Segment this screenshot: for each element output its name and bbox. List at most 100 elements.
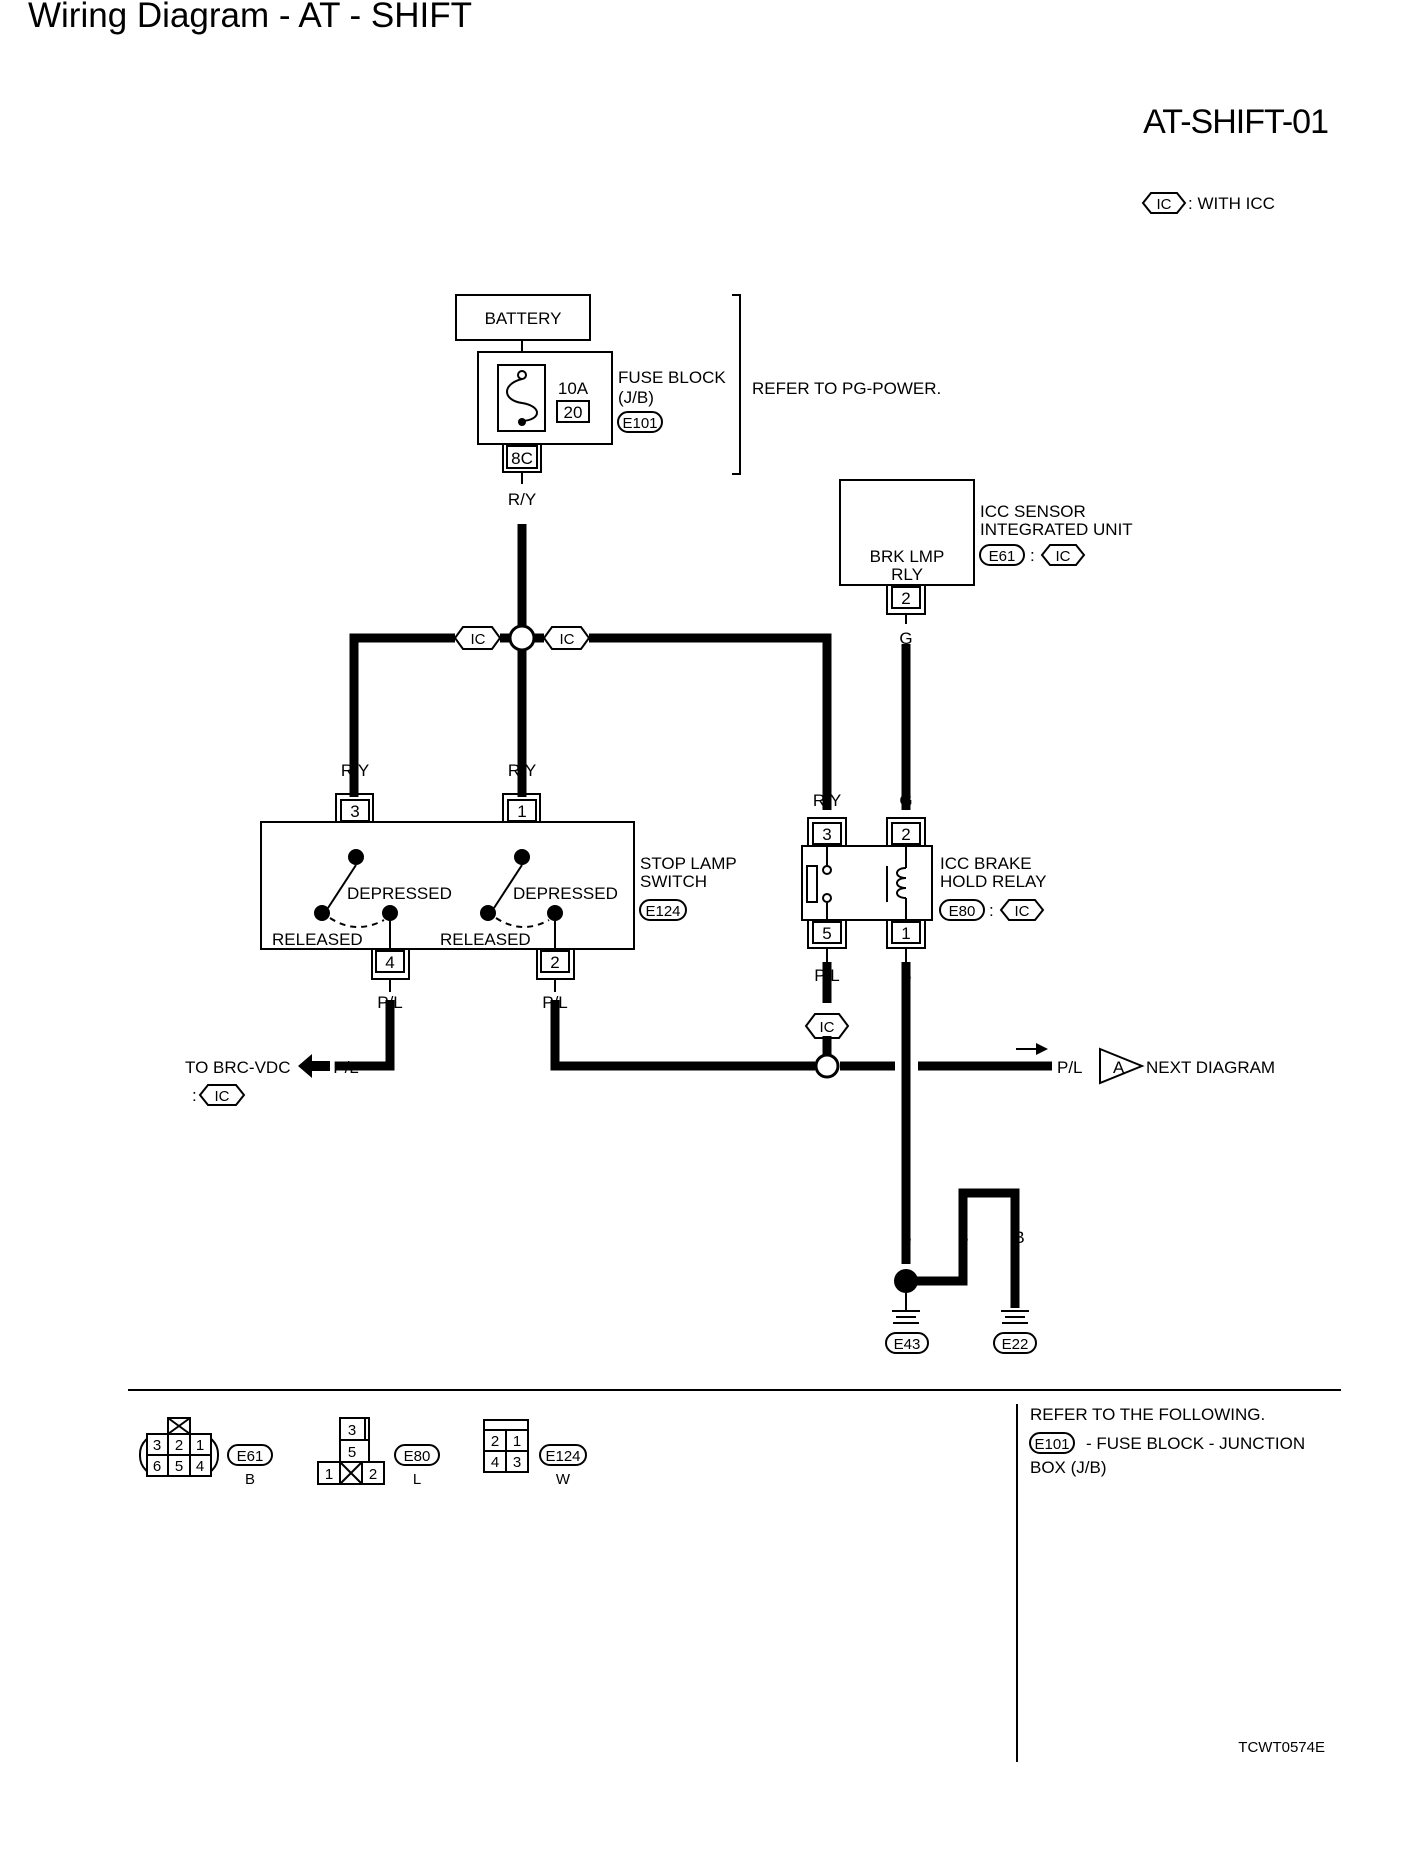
- e61-id: E61: [237, 1448, 264, 1465]
- wire-label-g-top: G: [899, 629, 912, 648]
- wires: [336, 524, 1052, 1308]
- e80-pin-2: 2: [369, 1466, 377, 1483]
- relay-colon: :: [989, 901, 994, 920]
- fuse-block-name-2: (J/B): [618, 388, 654, 407]
- switch-a-depressed: DEPRESSED: [347, 884, 452, 903]
- e124-pin-1: 1: [513, 1433, 521, 1450]
- to-brc-line1: TO BRC-VDC: [185, 1058, 290, 1077]
- ic-tag-relay-label: IC: [1015, 903, 1030, 920]
- ic-tag-bottom-label: IC: [820, 1019, 835, 1036]
- diagram-code: AT-SHIFT-01: [1143, 103, 1329, 141]
- battery: BATTERY: [455, 294, 591, 341]
- battery-label: BATTERY: [485, 309, 562, 328]
- legend-ic-meaning: : WITH ICC: [1188, 194, 1275, 213]
- ic-tag-brc-icon: [198, 1084, 246, 1106]
- fuse-icon: [506, 378, 538, 422]
- next-diagram: P/L A NEXT DIAGRAM: [1016, 1043, 1275, 1085]
- relay-terminal-2: 2: [901, 825, 910, 844]
- ic-tag-right-label: IC: [560, 631, 575, 648]
- refer-bracket: [732, 294, 741, 475]
- wire-label-ry-right: R/Y: [813, 791, 841, 810]
- refer-following: REFER TO THE FOLLOWING. E101 - FUSE BLOC…: [1029, 1405, 1305, 1477]
- e61-pin-2: 2: [175, 1437, 183, 1454]
- wire-label-b-jump: B: [957, 1228, 968, 1247]
- grounds: B B B E43 E22: [885, 1228, 1037, 1354]
- relay-terminal-5: 5: [822, 924, 831, 943]
- next-diagram-tag: A: [1113, 1058, 1125, 1077]
- icc-sensor-name-2: INTEGRATED UNIT: [980, 520, 1133, 539]
- icc-sensor-name-1: ICC SENSOR: [980, 502, 1086, 521]
- icc-sensor-unit: BRK LMP RLY 2 ICC SENSOR INTEGRATED UNIT…: [839, 479, 1133, 615]
- switch-terminal-2: 2: [550, 953, 559, 972]
- connector-tag-e61: [979, 544, 1025, 566]
- ic-tag-icc-sensor-icon: [1040, 544, 1086, 566]
- switch-terminal-1: 1: [517, 802, 526, 821]
- fuse-terminal-8c: 8C: [511, 449, 533, 468]
- fuse-block: 10A 20 FUSE BLOCK (J/B) E101 8C REFER TO…: [477, 294, 941, 484]
- arrow-right-icon: [1016, 1043, 1048, 1055]
- relay-name-2: HOLD RELAY: [940, 872, 1046, 891]
- page-title: Wiring Diagram - AT - SHIFT: [28, 0, 473, 35]
- ground-tag-e22: [993, 1332, 1037, 1354]
- relay-terminal-3: 3: [822, 825, 831, 844]
- fuse-rating: 10A: [558, 379, 589, 398]
- ic-tag-relay-icon: [999, 899, 1045, 921]
- connector-tag-e124: [639, 899, 687, 921]
- to-brc-vdc: P/L TO BRC-VDC : IC: [185, 1054, 359, 1106]
- ic-tag-brc-label: IC: [215, 1088, 230, 1105]
- wire-label-ry-main: R/Y: [508, 490, 536, 509]
- ground-right-label: E22: [1002, 1336, 1029, 1353]
- connector-tag-e101-ref: [1029, 1432, 1075, 1454]
- switch-b-arm: [493, 864, 523, 909]
- switch-b-released: RELEASED: [440, 930, 531, 949]
- e80-pin-1: 1: [325, 1466, 333, 1483]
- wire-ry-left: [349, 633, 455, 797]
- e124-pin-4: 4: [491, 1454, 499, 1471]
- wire-label-b-e22: B: [1013, 1228, 1024, 1247]
- e80-pin-3: 3: [348, 1422, 356, 1439]
- fuse-block-name-1: FUSE BLOCK: [618, 368, 726, 387]
- icc-sensor-colon: :: [1030, 546, 1035, 565]
- e124-id: E124: [545, 1448, 580, 1465]
- ic-tag-bottom-icon: [804, 1013, 850, 1039]
- relay-connector: E80: [949, 903, 976, 920]
- refer-pg-power: REFER TO PG-POWER.: [752, 379, 941, 398]
- wire-label-g-mid: G: [899, 791, 912, 810]
- wire-label-b-relay: B: [900, 966, 911, 985]
- e61-pin-5: 5: [175, 1458, 183, 1475]
- icc-sensor-connector: E61: [989, 548, 1016, 565]
- e80-pin-5: 5: [348, 1444, 356, 1461]
- ic-tag-icon: [1141, 192, 1187, 214]
- refer-following-text-1: - FUSE BLOCK - JUNCTION: [1086, 1434, 1305, 1453]
- wire-pl-brc: [336, 1000, 395, 1071]
- relay-terminal-1: 1: [901, 924, 910, 943]
- wire-label-ry-center: R/Y: [508, 761, 536, 780]
- connector-face-e80: 3 5 1 2 E80 L: [317, 1417, 440, 1488]
- relay-name-1: ICC BRAKE: [940, 854, 1032, 873]
- legend-ic-tag: IC: [1157, 196, 1172, 213]
- relay-switch-contact: [806, 865, 818, 903]
- relay-coil-icon: [896, 867, 907, 899]
- switch-name-2: SWITCH: [640, 872, 707, 891]
- fuse-number: 20: [564, 403, 583, 422]
- to-brc-colon: :: [192, 1086, 197, 1105]
- e61-pin-4: 4: [196, 1458, 204, 1475]
- wire-label-pl-next: P/L: [1057, 1058, 1083, 1077]
- connector-tag-e101: [617, 411, 663, 433]
- e80-id: E80: [404, 1448, 431, 1465]
- icc-sensor-inner-1: BRK LMP: [870, 547, 945, 566]
- ic-tag-right-icon: [542, 626, 591, 650]
- e124-pin-2: 2: [491, 1433, 499, 1450]
- e61-pin-6: 6: [153, 1458, 161, 1475]
- wire-label-pl-relay: P/L: [814, 966, 840, 985]
- ground-left-label: E43: [894, 1336, 921, 1353]
- wire-label-b-e43: B: [900, 1228, 911, 1247]
- e61-color: B: [245, 1471, 255, 1488]
- wire-label-pl-term2: P/L: [542, 993, 568, 1012]
- switch-a-released: RELEASED: [272, 930, 363, 949]
- wire-label-pl-brc: P/L: [333, 1058, 359, 1077]
- connector-tag-e80: [939, 899, 985, 921]
- wire-label-pl-term4: P/L: [377, 993, 403, 1012]
- connector-face-e61: 3 2 1 6 5 4 E61 B: [139, 1417, 273, 1488]
- ic-tag-icc-sensor-label: IC: [1056, 548, 1071, 565]
